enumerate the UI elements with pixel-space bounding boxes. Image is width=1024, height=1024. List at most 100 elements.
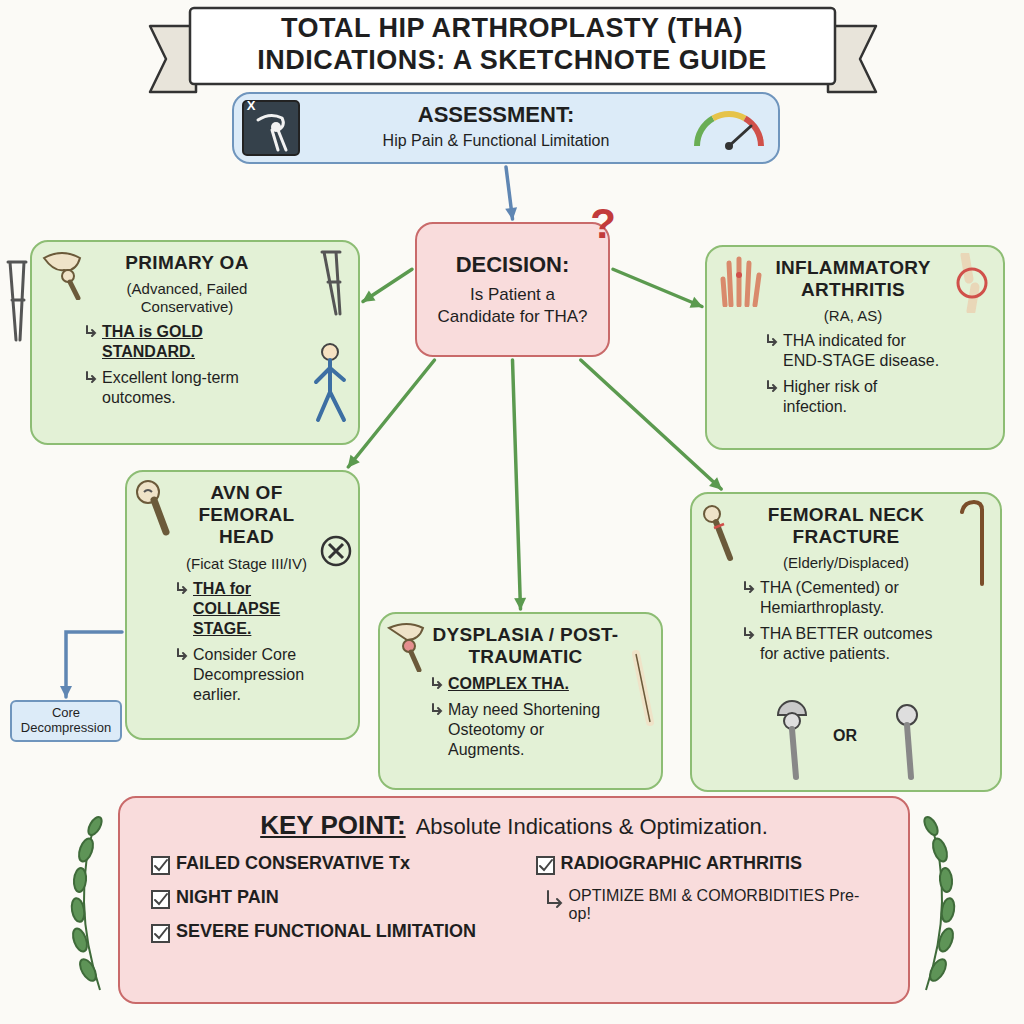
bullet-row: COMPLEX THA.: [430, 674, 621, 694]
bullet-row: Consider Core Decompression earlier.: [175, 645, 318, 705]
bullet-arrow: [742, 580, 756, 594]
flow-arrow: [581, 360, 721, 489]
bullet-arrow: [175, 581, 189, 595]
checkbox-icon: [150, 923, 172, 945]
bullet-text: THA (Cemented) or Hemiarthroplasty.: [760, 578, 950, 618]
decision-question: Is Patient a Candidate for THA?: [429, 284, 596, 327]
flow-arrow: [613, 269, 702, 306]
bullet-arrow: [175, 647, 189, 661]
hip-joint-icon: [385, 620, 429, 672]
option-box: Core Decompression: [10, 700, 122, 742]
bullet-row: FAILED CONSERVATIVE Tx: [150, 853, 511, 877]
box-text: Core Decompression: [17, 706, 115, 736]
bullet-row: May need Shortening Osteotomy or Augment…: [430, 700, 621, 760]
box-heading: ASSESSMENT:: [314, 102, 678, 128]
checkbox-icon: [535, 855, 557, 877]
crutch-icon: [8, 262, 26, 340]
checkbox-icon: [150, 889, 172, 911]
bullet-arrow: [84, 324, 98, 338]
bullet-row: THA BETTER outcomes for active patients.: [742, 624, 950, 664]
bullet-text: Higher risk of infection.: [783, 377, 941, 417]
bullet-text: THA is GOLD STANDARD.: [102, 322, 290, 362]
title-text: TOTAL HIP ARTHROPLASTY (THA) INDICATIONS…: [222, 13, 802, 76]
checklist-column: FAILED CONSERVATIVE Tx NIGHT PAIN SEVERE F…: [150, 853, 511, 945]
hook-arrow-icon: [543, 889, 565, 911]
laurel-right: [922, 815, 956, 990]
bullet-arrow: [430, 676, 444, 690]
bullet-row: THA (Cemented) or Hemiarthroplasty.: [742, 578, 950, 618]
key-point-box: KEY POINT: Absolute Indications & Optimiz…: [118, 796, 910, 1004]
checkbox-icon: [150, 855, 172, 877]
box-text: Hip Pain & Functional Limitation: [314, 132, 678, 150]
implant-icon: [772, 699, 812, 781]
indication-panel: INFLAMMATORY ARTHRITIS (RA, AS) THA indica…: [705, 245, 1005, 450]
panel-heading: PRIMARY OA: [84, 252, 290, 274]
bullet-text: May need Shortening Osteotomy or Augment…: [448, 700, 621, 760]
fractured-femur-icon: [698, 502, 740, 562]
bullet-text: COMPLEX THA.: [448, 674, 621, 694]
panel-heading: AVN OF FEMORAL HEAD: [175, 482, 318, 549]
xray-marker: X: [243, 98, 259, 113]
bullet-row: Higher risk of infection.: [765, 377, 941, 417]
bullet-arrow: [84, 370, 98, 384]
bullet-arrow: [742, 626, 756, 640]
flow-arrow: [513, 360, 521, 609]
bullet-arrow: [765, 379, 779, 393]
bullet-text: Consider Core Decompression earlier.: [193, 645, 318, 705]
pelvis-icon: [38, 248, 88, 300]
checklist-item: NIGHT PAIN: [176, 887, 511, 909]
key-header-row: KEY POINT: Absolute Indications & Optimiz…: [150, 810, 878, 841]
bullet-row: THA for COLLAPSE STAGE.: [175, 579, 318, 639]
bullet-row: Excellent long-term outcomes.: [84, 368, 290, 408]
checklist-item: SEVERE FUNCTIONAL LIMITATION: [176, 921, 511, 943]
panel-subheading: (Elderly/Displaced): [742, 554, 950, 572]
checklist-column: RADIOGRAPHIC ARTHRITIS OPTIMIZE BMI & COM…: [535, 853, 878, 945]
key-subheading: Absolute Indications & Optimization.: [416, 814, 768, 840]
assessment-box: ASSESSMENT: Hip Pain & Functional Limitat…: [232, 92, 780, 164]
bullet-text: THA indicated for END-STAGE disease.: [783, 331, 941, 371]
bullet-row: NIGHT PAIN: [150, 887, 511, 911]
bullet-row: RADIOGRAPHIC ARTHRITIS: [535, 853, 878, 877]
checklist-item: OPTIMIZE BMI & COMORBIDITIES Pre-op!: [569, 887, 878, 923]
panel-heading: DYSPLASIA / POST-TRAUMATIC: [430, 624, 621, 668]
flow-arrow: [348, 360, 434, 467]
bullet-row: OPTIMIZE BMI & COMORBIDITIES Pre-op!: [543, 887, 878, 923]
flow-arrow: [363, 269, 412, 301]
implant-icon: [887, 699, 927, 781]
bullet-arrow: [430, 702, 444, 716]
walking-person-icon: [304, 342, 356, 426]
flow-arrow: [506, 167, 513, 219]
or-label: OR: [820, 727, 870, 745]
femoral-head-icon: [132, 478, 176, 536]
panel-subheading: (Advanced, Failed Conservative): [84, 280, 290, 316]
bullet-text: THA for COLLAPSE STAGE.: [193, 579, 318, 639]
title-ribbon: [150, 8, 876, 92]
cane-icon: [954, 498, 994, 588]
panel-heading: INFLAMMATORY ARTHRITIS: [765, 257, 941, 301]
flow-arrow: [66, 632, 122, 697]
bullet-row: SEVERE FUNCTIONAL LIMITATION: [150, 921, 511, 945]
key-heading: KEY POINT:: [260, 810, 405, 841]
checklist-grid: FAILED CONSERVATIVE Tx NIGHT PAIN SEVERE F…: [150, 853, 878, 945]
crutch-icon: [314, 248, 354, 318]
bullet-arrow: [765, 333, 779, 347]
bullet-text: THA BETTER outcomes for active patients.: [760, 624, 950, 664]
panel-heading: FEMORAL NECK FRACTURE: [742, 504, 950, 548]
indication-panel: DYSPLASIA / POST-TRAUMATIC COMPLEX THA. Ma…: [378, 612, 663, 790]
cross-symbol: [319, 534, 353, 568]
indication-panel: AVN OF FEMORAL HEAD (Ficat Stage III/IV) T…: [125, 470, 360, 740]
bone-icon: [626, 648, 660, 728]
bullet-text: Excellent long-term outcomes.: [102, 368, 290, 408]
panel-subheading: (Ficat Stage III/IV): [175, 555, 318, 573]
indication-panel: PRIMARY OA (Advanced, Failed Conservative…: [30, 240, 360, 445]
checklist-item: FAILED CONSERVATIVE Tx: [176, 853, 511, 875]
pain-gauge-icon: [689, 104, 769, 152]
decision-box: DECISION:Is Patient a Candidate for THA?: [415, 222, 610, 357]
bullet-row: THA is GOLD STANDARD.: [84, 322, 290, 362]
inflamed-knee-icon: [945, 253, 999, 313]
bullet-row: THA indicated for END-STAGE disease.: [765, 331, 941, 371]
question-mark: ?: [586, 200, 620, 248]
laurel-left: [70, 815, 104, 990]
indication-panel: FEMORAL NECK FRACTURE (Elderly/Displaced)…: [690, 492, 1002, 792]
panel-subheading: (RA, AS): [765, 307, 941, 325]
